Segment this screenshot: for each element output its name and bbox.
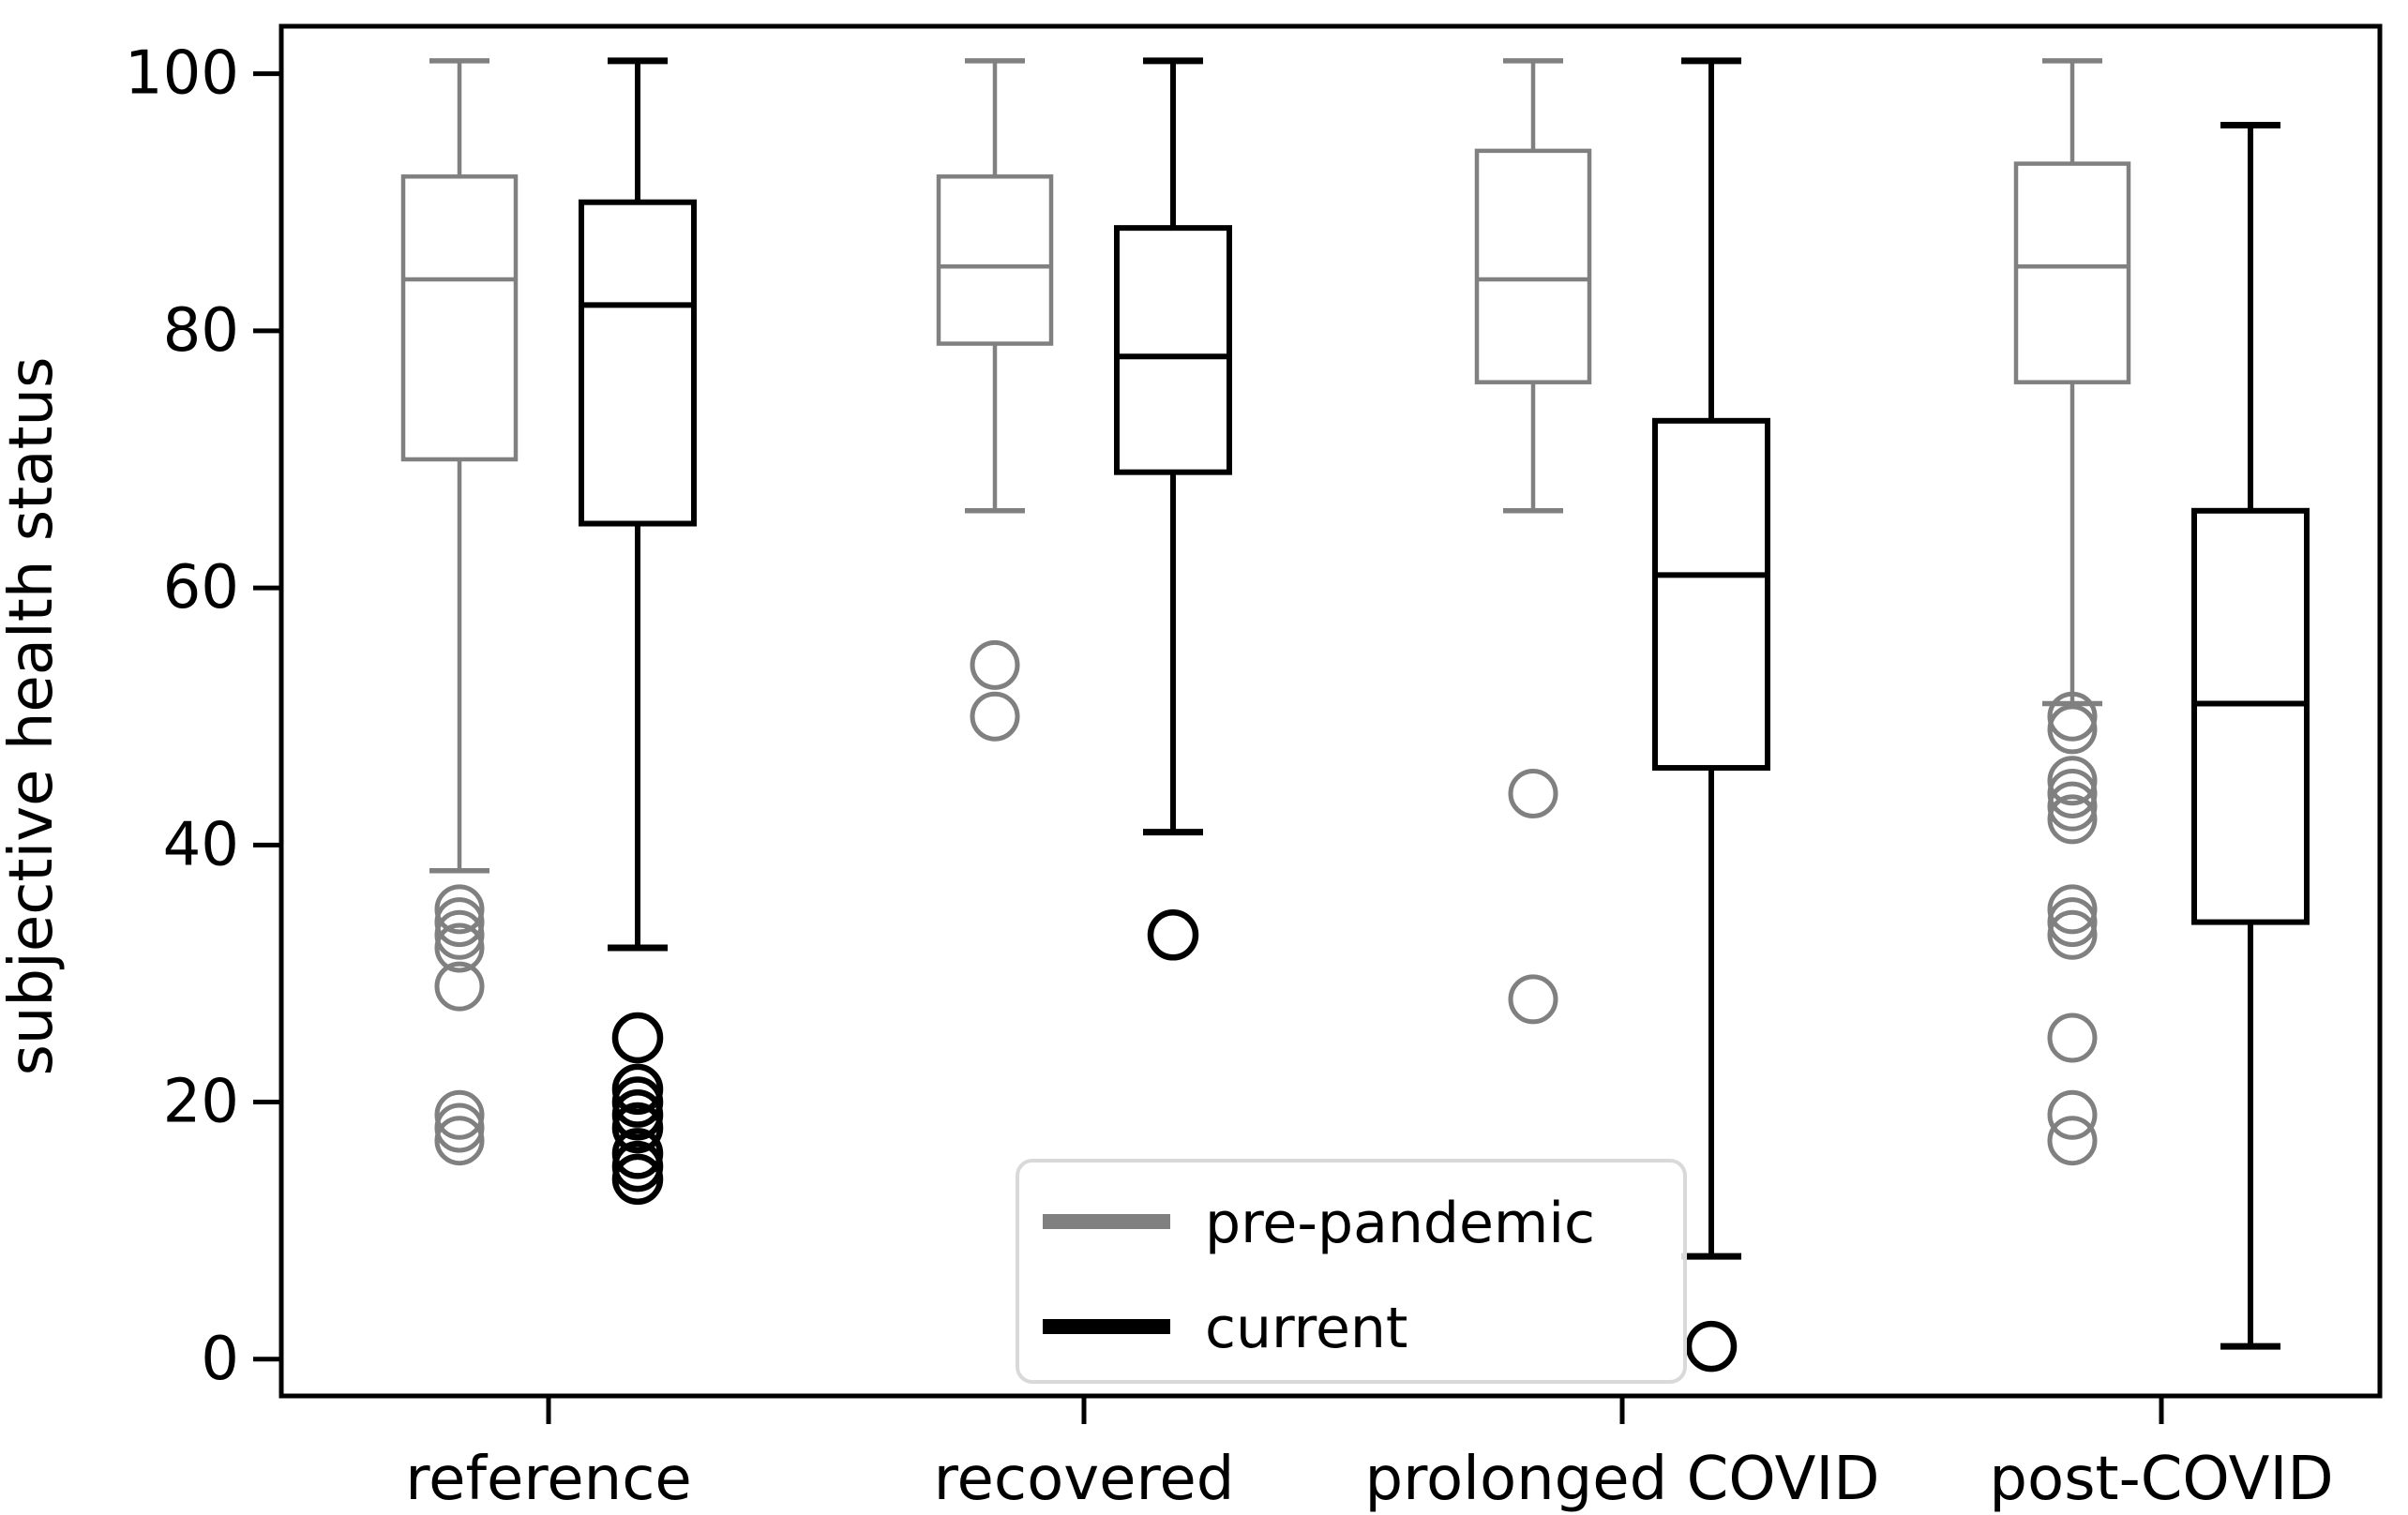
legend-label-pre-pandemic: pre-pandemic bbox=[1205, 1191, 1595, 1256]
box-pre-pandemic-reference bbox=[400, 174, 519, 462]
box-pre-pandemic-prolonged COVID-outlier bbox=[1508, 768, 1558, 818]
box-pre-pandemic-reference-outlier bbox=[434, 1089, 485, 1140]
y-tick-label: 40 bbox=[163, 810, 239, 879]
box-pre-pandemic-reference-outlier bbox=[434, 922, 485, 973]
y-tick-label: 80 bbox=[163, 296, 239, 366]
box-current-reference bbox=[579, 199, 697, 527]
plot-area: 0 20 40 60 80 100 reference recovered prolonged … bbox=[125, 39, 2334, 1514]
box-pre-pandemic-post-COVID-outlier bbox=[2047, 1089, 2098, 1140]
box-current-reference-outlier bbox=[611, 1089, 664, 1141]
box-pre-pandemic-reference-outlier bbox=[434, 1102, 485, 1153]
box-pre-pandemic-reference-outlier bbox=[434, 1116, 485, 1166]
legend-item-pre-pandemic: pre-pandemic bbox=[1043, 1191, 1595, 1256]
box-current-reference-outlier bbox=[611, 1012, 664, 1064]
box-pre-pandemic-post-COVID-outlier bbox=[2047, 897, 2098, 948]
x-tick-label: reference bbox=[405, 1445, 692, 1514]
legend: pre-pandemic current bbox=[1016, 1159, 1687, 1384]
box-pre-pandemic-post-COVID-outlier bbox=[2047, 1012, 2098, 1063]
box-pre-pandemic-post-COVID-outlier bbox=[2047, 768, 2098, 818]
box-pre-pandemic-recovered-outlier bbox=[970, 639, 1020, 690]
box-pre-pandemic-post-COVID bbox=[2013, 161, 2131, 384]
box-pre-pandemic-reference-outlier bbox=[434, 961, 485, 1012]
legend-label-current: current bbox=[1205, 1296, 1407, 1361]
box-pre-pandemic-post-COVID-outlier bbox=[2047, 691, 2098, 742]
box-pre-pandemic-reference-outlier bbox=[434, 897, 485, 948]
box-pre-pandemic-prolonged COVID-outlier bbox=[1508, 974, 1558, 1025]
x-tick-label: prolonged COVID bbox=[1364, 1445, 1879, 1514]
plot-frame bbox=[278, 23, 2383, 1399]
legend-box bbox=[1016, 1159, 1687, 1384]
y-tick-label: 100 bbox=[125, 39, 239, 109]
box-pre-pandemic-post-COVID-outlier bbox=[2047, 781, 2098, 832]
box-pre-pandemic-recovered-outlier bbox=[970, 691, 1020, 742]
box-current-reference-outlier bbox=[611, 1128, 664, 1179]
legend-item-current: current bbox=[1043, 1296, 1407, 1361]
box-current-reference-outlier bbox=[611, 1102, 664, 1154]
box-pre-pandemic-post-COVID-outlier bbox=[2047, 884, 2098, 935]
y-tick-label: 0 bbox=[201, 1325, 239, 1394]
box-current-recovered-outlier bbox=[1147, 909, 1199, 961]
box-current-post-COVID bbox=[2191, 507, 2310, 925]
box-pre-pandemic-post-COVID-outlier bbox=[2047, 909, 2098, 960]
box-pre-pandemic-prolonged COVID bbox=[1474, 148, 1592, 384]
box-pre-pandemic-recovered bbox=[936, 174, 1054, 346]
x-tick-label: post-COVID bbox=[1989, 1445, 2333, 1514]
box-pre-pandemic-post-COVID-outlier bbox=[2047, 756, 2098, 806]
box-pre-pandemic-post-COVID-outlier bbox=[2047, 794, 2098, 845]
box-current-reference-outlier bbox=[611, 1063, 664, 1116]
y-axis-label: subjective health status bbox=[0, 357, 67, 1076]
box-current-reference-outlier bbox=[611, 1153, 664, 1206]
box-pre-pandemic-post-COVID-outlier bbox=[2047, 704, 2098, 755]
box-current-prolonged COVID bbox=[1652, 417, 1770, 772]
x-tick-label: recovered bbox=[934, 1445, 1235, 1514]
box-current-prolonged COVID-outlier bbox=[1685, 1320, 1738, 1372]
box-current-recovered bbox=[1114, 225, 1232, 475]
y-tick-label: 60 bbox=[163, 553, 239, 622]
box-pre-pandemic-reference-outlier bbox=[434, 909, 485, 960]
box-current-reference-outlier bbox=[611, 1076, 664, 1128]
box-current-reference-outlier bbox=[611, 1140, 664, 1192]
box-pre-pandemic-reference-outlier bbox=[434, 884, 485, 935]
box-pre-pandemic-post-COVID-outlier bbox=[2047, 1116, 2098, 1166]
y-tick-label: 20 bbox=[163, 1068, 239, 1137]
